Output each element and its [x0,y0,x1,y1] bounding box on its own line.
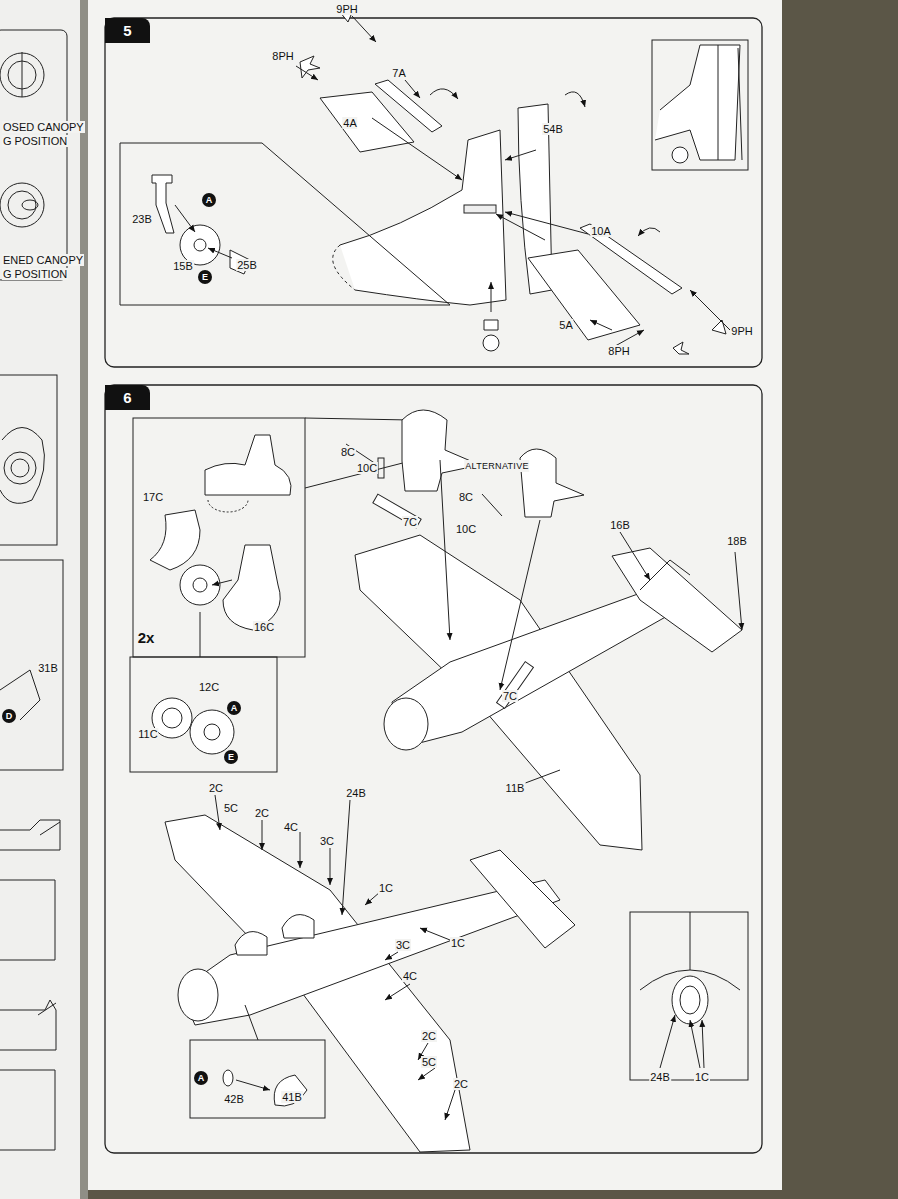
callout-letter: D [2,709,16,723]
part-number: 4A [342,117,357,129]
callout-circle: E [224,750,238,764]
part-number: 7A [391,67,406,79]
callout-circle: D [2,709,16,723]
part-number: 25B [236,259,258,271]
part-number: 11B [505,782,526,794]
note-text: G POSITION [2,268,68,280]
part-number: 5A [558,319,573,331]
part-number: 7C [502,690,518,702]
part-number: 2C [254,807,270,819]
part-number: 10C [455,523,477,535]
part-number: 9PH [335,3,358,15]
part-number: 8C [340,446,356,458]
part-number: 1C [378,882,394,894]
callout-letter: A [227,701,241,715]
step-number-tab: 6 [105,385,150,410]
step-number: 6 [105,385,150,410]
part-number: 12C [198,681,220,693]
part-number: 24B [649,1071,671,1083]
part-number: 3C [319,835,335,847]
quantity-note: 2x [137,632,156,644]
step-number: 5 [105,18,150,43]
alternative-note: ALTERNATIVE [464,460,529,472]
note-text: OSED CANOPY [2,121,85,133]
part-number: 2C [453,1078,469,1090]
part-number: 5C [421,1056,437,1068]
part-number: 4C [402,970,418,982]
part-number: 8C [458,491,474,503]
part-number: 15B [172,260,194,272]
part-number: 2C [208,782,224,794]
part-number: 10A [590,225,612,237]
part-number: 18B [726,535,748,547]
callout-letter: A [194,1071,208,1085]
part-number: 16C [253,621,275,633]
part-number: 8PH [607,345,630,357]
callout-letter: E [224,750,238,764]
callout-circle: A [194,1071,208,1085]
part-number: 31B [37,662,59,674]
part-number: 11C [137,728,158,740]
part-number: 9PH [730,325,753,337]
part-number: 17C [142,491,164,503]
note-text: ENED CANOPY [2,254,84,266]
part-number: 1C [450,937,466,949]
callout-circle: E [198,270,212,284]
part-number: 42B [223,1093,245,1105]
part-number: 5C [223,802,239,814]
part-number: 54B [542,123,564,135]
part-number: 3C [395,939,411,951]
callout-letter: A [202,193,216,207]
callout-circle: A [227,701,241,715]
part-number: 2C [421,1030,437,1042]
part-number: 23B [131,213,153,225]
part-number: 1C [694,1071,710,1083]
part-number: 16B [609,519,631,531]
part-number: 41B [281,1091,303,1103]
callout-circle: A [202,193,216,207]
part-number: 10C [356,462,378,474]
part-number: 7C [402,516,418,528]
part-number: 24B [345,787,367,799]
part-number: 4C [283,821,299,833]
part-number: 8PH [271,50,294,62]
callout-letter: E [198,270,212,284]
note-text: G POSITION [2,135,68,147]
step-number-tab: 5 [105,18,150,43]
